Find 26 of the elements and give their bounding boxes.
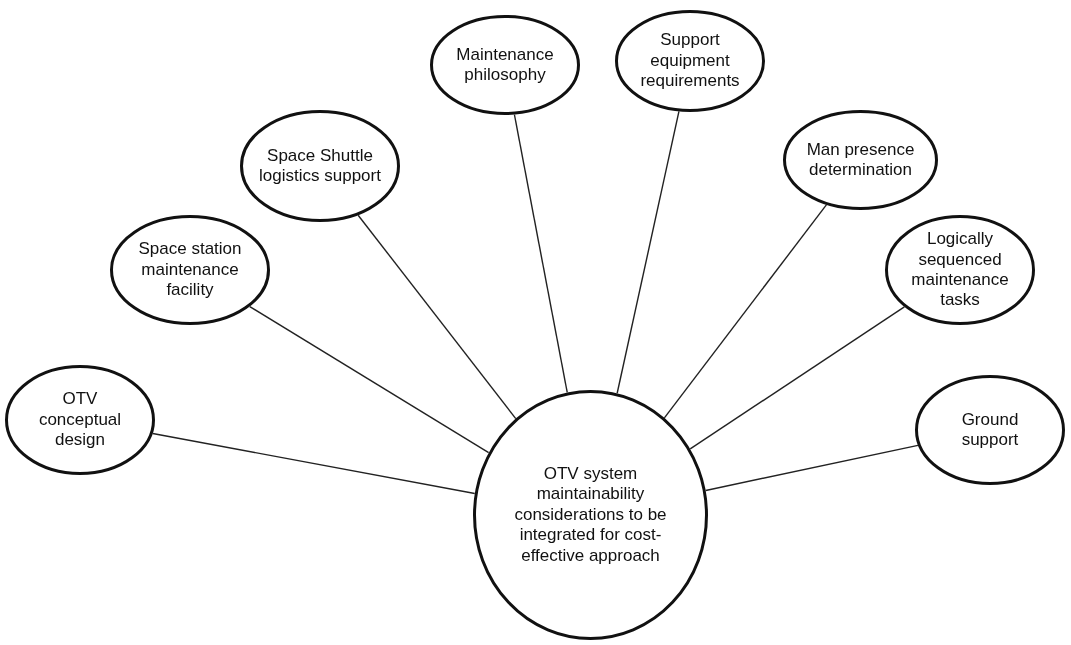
ellipse-node — [783, 110, 938, 210]
node-text: Space Shuttle logistics support — [258, 145, 382, 187]
ellipse-node — [615, 10, 765, 112]
ellipse-node — [5, 365, 155, 475]
node-text: Maintenance philosophy — [455, 44, 555, 86]
connector-line — [513, 113, 568, 394]
connector-line — [152, 432, 476, 495]
ellipse-node — [430, 15, 580, 115]
node-text: Space station maintenance facility — [137, 239, 243, 301]
connector-line — [249, 305, 490, 454]
ellipse-node — [473, 390, 708, 640]
ellipse-node — [240, 110, 400, 222]
connector-line — [705, 444, 919, 492]
ellipse-node — [885, 215, 1035, 325]
ellipse-node — [110, 215, 270, 325]
node-text: Logically sequenced maintenance tasks — [910, 229, 1010, 311]
connector-line — [663, 204, 828, 419]
ellipse-node — [915, 375, 1065, 485]
node-text: OTV conceptual design — [37, 389, 123, 451]
connector-line — [357, 214, 517, 420]
connector-line — [616, 110, 680, 394]
node-text: Support equipment requirements — [639, 30, 741, 92]
node-text: Ground support — [960, 409, 1020, 451]
node-text: OTV system maintainability considerations to be integrated for cost-effective approach — [513, 464, 668, 566]
node-text: Man presence determination — [805, 139, 916, 181]
connector-line — [689, 306, 906, 450]
